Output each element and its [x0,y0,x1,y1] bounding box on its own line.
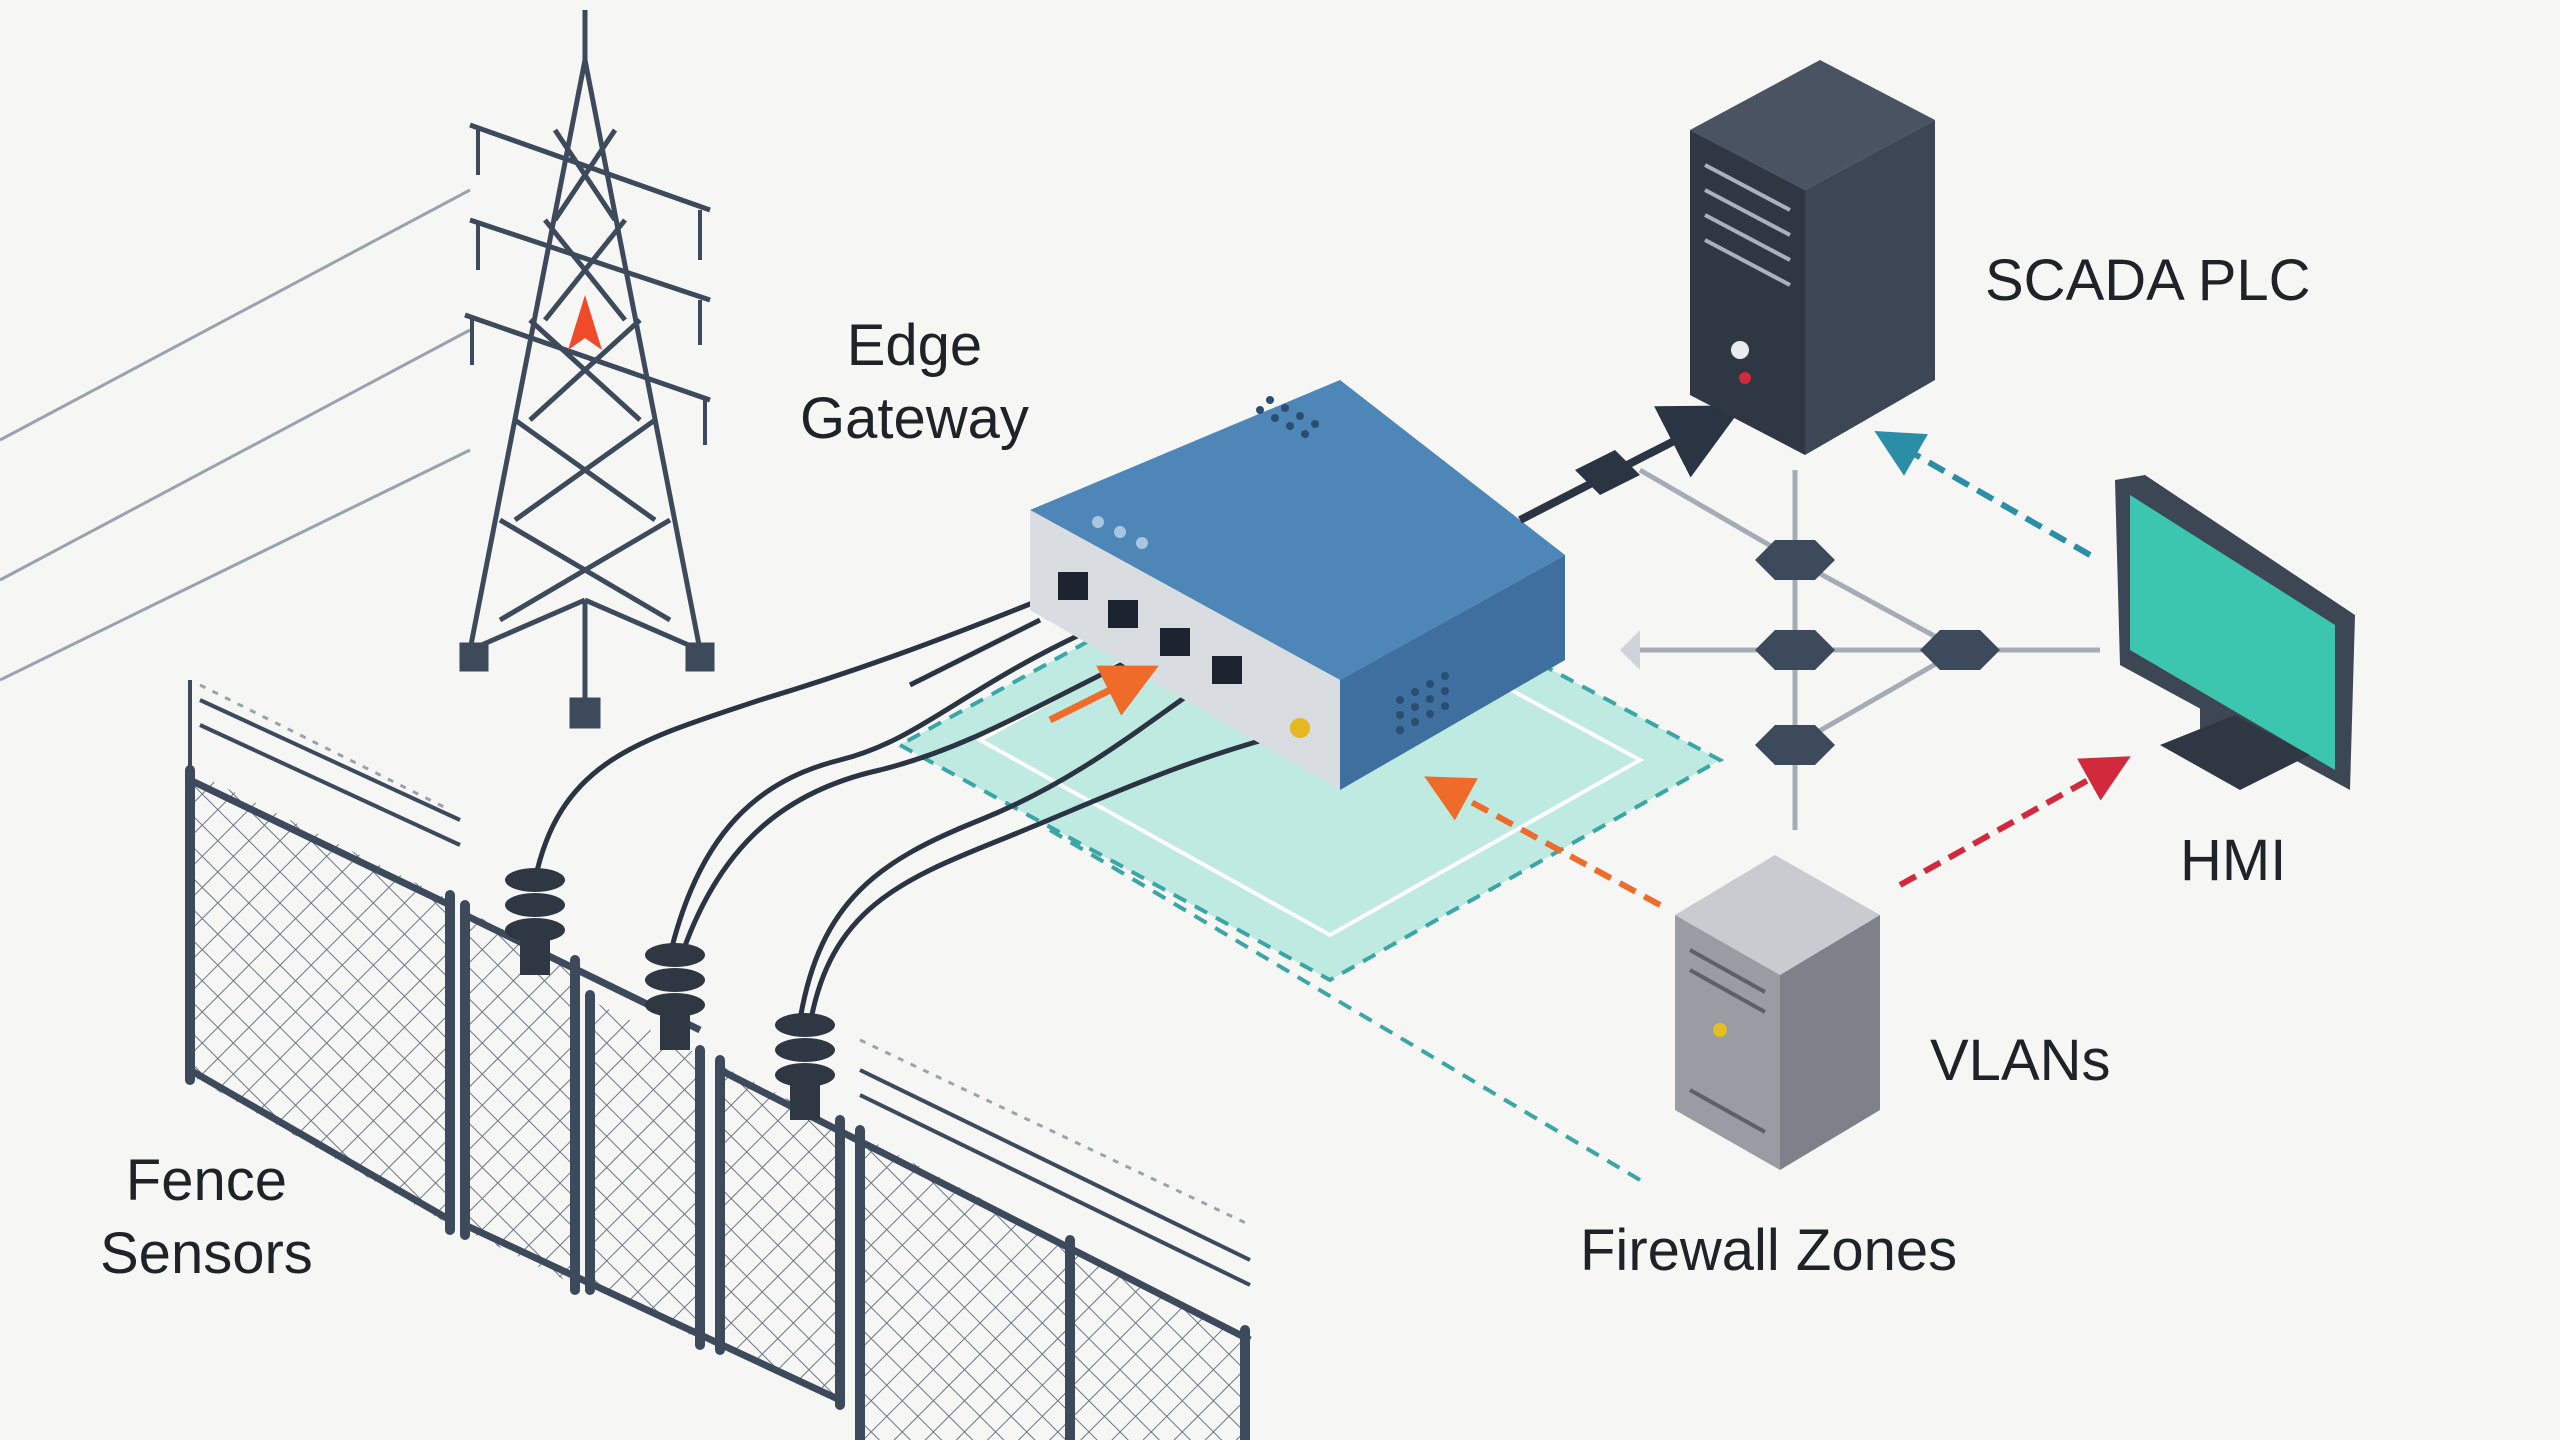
vlan-server-icon [1675,855,1880,1170]
hmi-label: HMI [2180,828,2287,893]
port-alert-arrow [1048,665,1159,724]
fence-sensor-icon [505,868,835,1120]
scada-plc-label: SCADA PLC [1985,248,2311,313]
network-hub-icon [1620,467,2100,830]
vlans-label: VLANs [1930,1028,2111,1093]
sensor-cables [532,597,1301,1026]
flow-arrows [1424,431,2131,908]
edge-gateway-label: Edge Gateway [800,310,1029,455]
power-lines [0,188,471,682]
fence-sensors-label-line1: Fence [125,1148,287,1213]
link-connector [1575,450,1640,495]
hmi-monitor-icon [2115,475,2355,790]
fence-sensors-label-line2: Sensors [100,1220,313,1286]
edge-gateway-label-line2: Gateway [800,385,1029,451]
edge-gateway-icon [1030,380,1565,790]
fence-sensors-label: Fence Sensors [100,1145,313,1290]
firewall-zones-label: Firewall Zones [1580,1218,1958,1283]
transmission-tower-icon [459,10,715,729]
tower-alert-arrow [568,295,602,350]
scada-server-icon [1690,60,1935,455]
edge-gateway-label-line1: Edge [846,313,983,378]
fence-icon [185,680,1252,1440]
